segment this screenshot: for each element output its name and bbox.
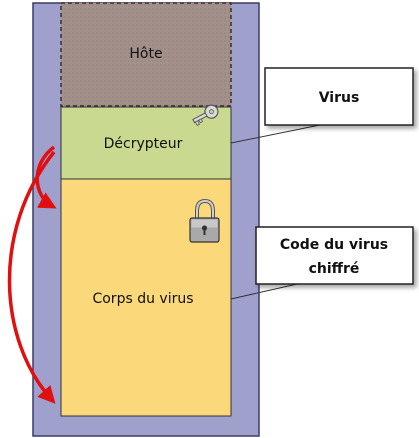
code-callout <box>255 226 414 285</box>
virus-body-label: Corps du virus <box>92 291 193 307</box>
virus-callout-pointer <box>230 124 321 144</box>
code-callout-line2: chiffré <box>309 261 360 277</box>
decryptor-block <box>60 106 232 180</box>
decryptor-label: Décrypteur <box>104 136 183 152</box>
host-block <box>60 2 232 107</box>
virus-callout-text: Virus <box>319 90 360 106</box>
virus-callout <box>264 67 414 126</box>
key-icon <box>192 104 219 126</box>
code-callout-line1: Code du virus <box>280 237 388 253</box>
arrow-long <box>7 150 56 404</box>
host-label: Hôte <box>129 46 162 62</box>
padlock-icon <box>189 198 220 243</box>
